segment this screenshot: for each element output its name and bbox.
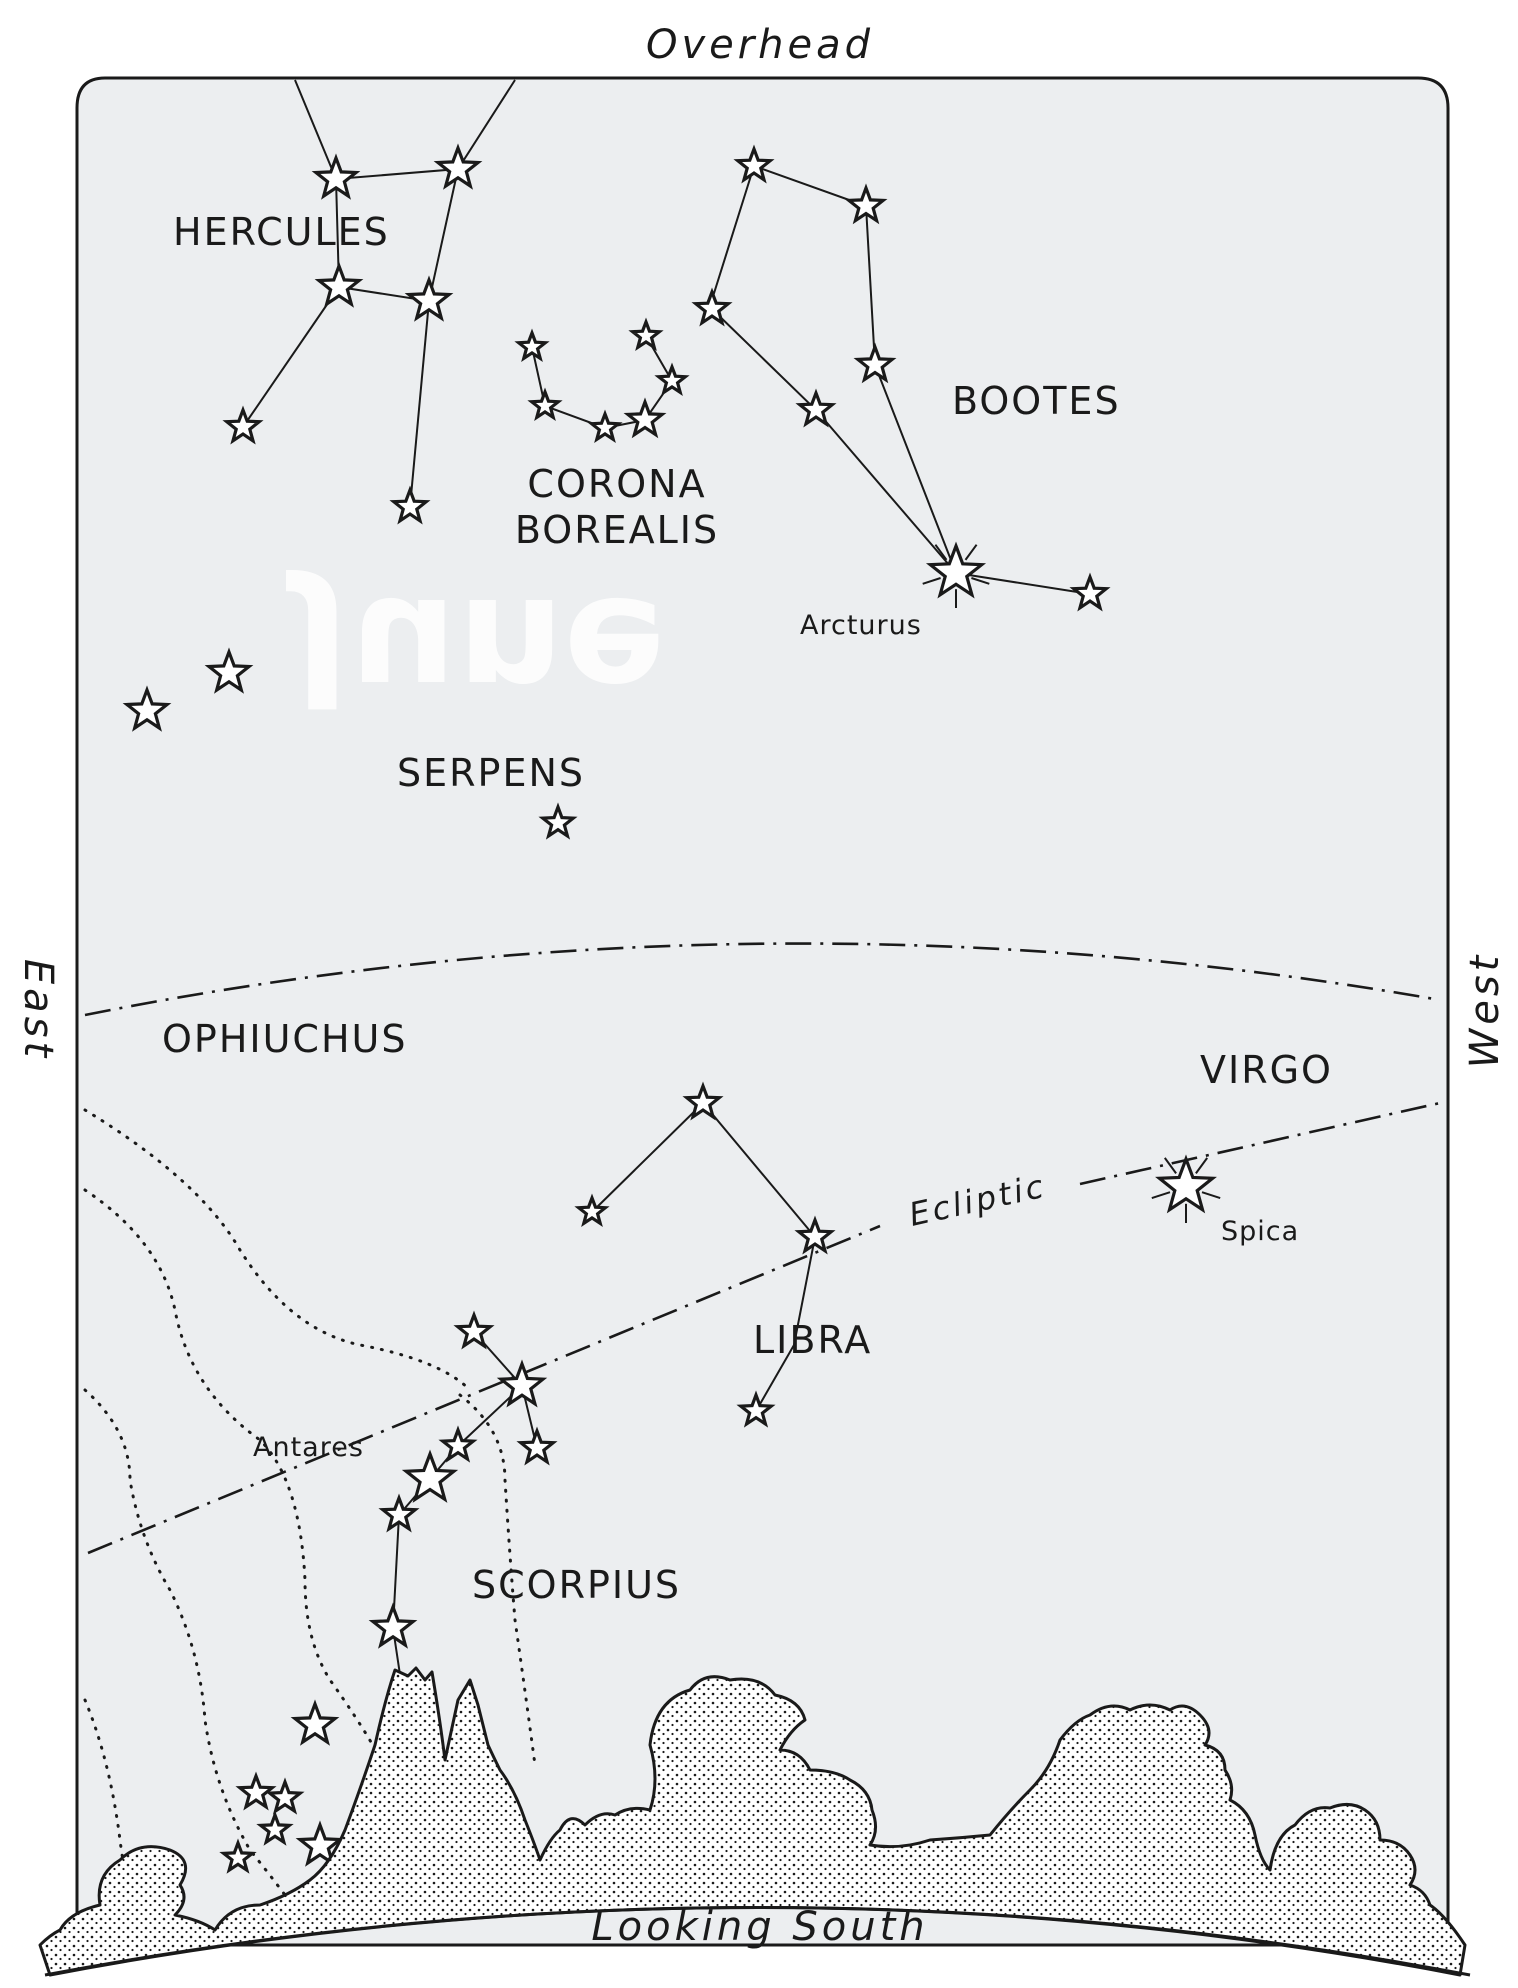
bright-star-ray (964, 544, 978, 561)
horizon-line (44, 1906, 1471, 1977)
ophiuchus-label: OPHIUCHUS (162, 1017, 407, 1061)
bright-star-ray (1163, 1157, 1177, 1174)
scorpius-label: SCORPIUS (472, 1563, 681, 1607)
svg-text:June: June (285, 564, 665, 738)
bootes-label: BOOTES (952, 379, 1121, 423)
corona-borealis-star-icon (587, 409, 623, 443)
west-label: West (1462, 952, 1508, 1069)
ecliptic-line (87, 1101, 1441, 1555)
virgo-star-icon (1155, 1154, 1217, 1214)
stars-layer (122, 143, 1221, 1874)
bootes-star-icon (795, 388, 837, 428)
hercules-star-icon (122, 685, 172, 732)
serpens-label: SERPENS (397, 751, 585, 795)
bootes-star-icon (853, 342, 897, 384)
bright-star-ray (1151, 1191, 1171, 1200)
corona-borealis-label-line2: BOREALIS (515, 508, 719, 552)
scorpius-star-icon (401, 1449, 459, 1503)
bootes-star-icon (691, 287, 733, 327)
bootes-star-icon (733, 144, 775, 184)
arcturus-label: Arcturus (800, 610, 922, 641)
looking-south-label: Looking South (591, 1904, 928, 1950)
corona-borealis-star-icon (623, 397, 667, 439)
corona-borealis-star-icon (527, 387, 563, 421)
hercules-star-icon (222, 405, 264, 445)
scorpius-star-icon (219, 1838, 257, 1874)
scorpius-star-icon (453, 1310, 495, 1350)
libra-star-icon (682, 1081, 724, 1121)
hercules-star-icon (404, 275, 454, 322)
june-watermark: June (285, 564, 665, 738)
scorpius-star-icon (256, 1810, 294, 1846)
horizon-trees (38, 1666, 1467, 1977)
scorpius-star-icon (378, 1493, 420, 1533)
antares-label: Antares (253, 1432, 364, 1463)
scorpius-star-icon (368, 1602, 418, 1649)
corona-borealis-label-line1: CORONA (527, 462, 706, 506)
overhead-label: Overhead (646, 22, 874, 68)
corona-borealis-star-icon (628, 317, 664, 351)
hercules-star-icon (311, 153, 361, 200)
bright-star-ray (1201, 1191, 1221, 1200)
bright-star-ray (971, 577, 990, 585)
libra-star-icon (574, 1193, 610, 1227)
hercules-star-icon (314, 261, 364, 308)
scorpius-star-icon (265, 1777, 305, 1815)
bright-star-ray (934, 544, 948, 561)
bootes-star-icon (1069, 572, 1111, 612)
hercules-star-icon (389, 485, 431, 525)
libra-label: LIBRA (753, 1318, 872, 1362)
virgo-label: VIRGO (1200, 1048, 1333, 1092)
spica-label: Spica (1221, 1216, 1299, 1247)
corona-borealis-star-icon (654, 362, 690, 396)
bright-star-ray (922, 577, 941, 585)
hercules-label: HERCULES (173, 210, 390, 254)
hercules-star-icon (204, 647, 254, 694)
libra-star-icon (794, 1215, 836, 1255)
celestial-equator (84, 942, 1441, 1017)
scorpius-star-icon (516, 1426, 558, 1466)
serpens-star-icon (538, 802, 578, 840)
bootes-star-icon (925, 541, 987, 599)
hercules-star-icon (433, 143, 483, 190)
corona-borealis-star-icon (514, 328, 550, 362)
scorpius-star-icon (496, 1359, 548, 1408)
scorpius-star-icon (295, 1820, 345, 1867)
libra-star-icon (736, 1390, 776, 1428)
scorpius-star-icon (235, 1771, 277, 1811)
bright-star-ray (1195, 1157, 1209, 1174)
east-label: East (15, 959, 61, 1061)
scorpius-star-icon (290, 1699, 340, 1746)
scorpius-star-icon (438, 1425, 478, 1463)
bootes-star-icon (844, 183, 888, 225)
